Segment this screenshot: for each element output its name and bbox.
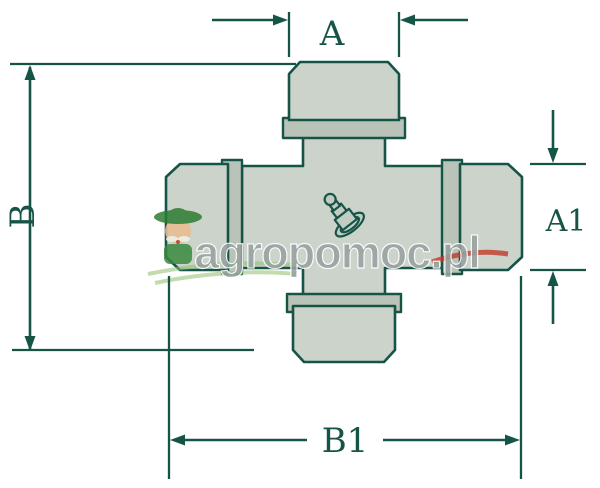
dim-b-label: B [3,204,43,229]
bottom-cap [291,304,397,364]
dim-a-label: A [319,14,345,54]
dim-a: A [212,12,468,57]
grease-fitting-icon [323,192,366,238]
dim-a1: A1 [530,110,586,324]
dim-a1-label: A1 [545,204,587,239]
watermark-green-swoosh-2 [154,270,297,285]
watermark-text: agropomoc.pl [194,227,480,278]
mascot-icon [154,208,202,264]
dim-b1-label: B1 [322,421,369,461]
watermark-red-swoosh [431,249,509,265]
right-cap [458,162,524,272]
dim-b1: B1 [167,276,523,479]
watermark: agropomoc.pl [147,208,509,285]
dim-b: B [3,62,296,352]
watermark-green-swoosh [147,261,303,276]
top-cap [287,60,401,122]
cross-part [164,60,524,364]
